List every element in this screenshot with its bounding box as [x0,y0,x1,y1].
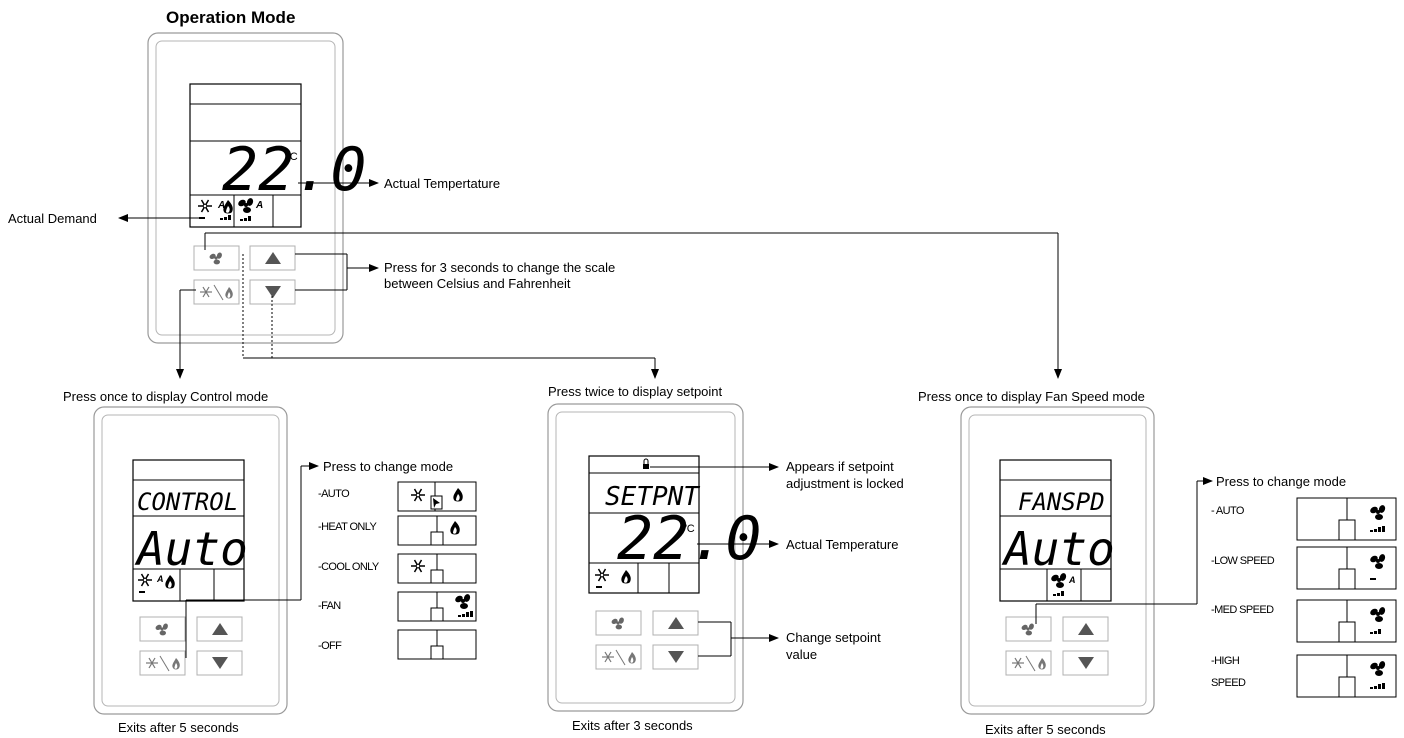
setpoint-exit: Exits after 3 seconds [572,718,693,733]
fan-mode-high-line2: SPEED [1211,677,1246,689]
main-temperature: 22.0 [222,135,367,205]
fan-exit: Exits after 5 seconds [985,722,1106,737]
down-arrow-icon [265,286,281,298]
control-caption: Press once to display Control mode [63,389,268,404]
fan-screen-top: FANSPD [1018,488,1105,516]
control-screen [132,459,245,602]
control-mode-heat: -HEAT ONLY [318,521,377,533]
svg-text:A: A [1068,575,1076,585]
scale-label-line2: between Celsius and Fahrenheit [384,276,571,291]
change-setpoint-line1: Change setpoint [786,630,881,645]
control-screen-main: Auto [134,522,248,576]
fan-mode-med: -MED SPEED [1211,604,1274,616]
control-mode-off: -OFF [318,640,342,652]
locked-label-line1: Appears if setpoint [786,459,894,474]
control-exit: Exits after 5 seconds [118,720,239,735]
fan-thermostat: FANSPD Auto A [960,406,1155,715]
control-thermostat: CONTROL Auto A [93,406,288,715]
fan-mode-list: - AUTO -LOW SPEED -MED SPEED -HIGH SPEED [1211,497,1397,698]
fan-mode-high-line1: -HIGH [1211,655,1240,667]
fan-mode-low: -LOW SPEED [1211,555,1275,567]
main-thermostat: 22.0 °C A A [147,32,367,344]
setpoint-caption: Press twice to display setpoint [548,384,723,399]
control-mode-fan: -FAN [318,600,341,612]
svg-text:A: A [255,200,263,211]
setpoint-temperature: 22.0 [617,504,762,574]
control-mode-list: -AUTO -HEAT ONLY -COOL ONLY -FAN -OFF [318,481,477,660]
page-title: Operation Mode [166,8,295,27]
control-mode-auto: -AUTO [318,488,350,500]
main-unit: °C [286,151,298,163]
setpoint-screen-top: SETPNT [605,482,700,512]
control-screen-top: CONTROL [137,488,238,516]
control-mode-cool: -COOL ONLY [318,561,380,573]
fan-press-label: Press to change mode [1216,474,1346,489]
lock-icon [643,458,649,469]
fan-caption: Press once to display Fan Speed mode [918,389,1145,404]
setpoint-screen [588,455,700,594]
svg-text:A: A [217,200,225,211]
locked-label-line2: adjustment is locked [786,476,904,491]
up-arrow-icon [265,252,281,264]
actual-demand-label: Actual Demand [8,211,97,226]
fan-screen-main: Auto [1001,522,1115,576]
control-press-label: Press to change mode [323,459,453,474]
setpoint-thermostat: SETPNT 22.0 °C [547,403,762,712]
svg-text:A: A [156,574,164,584]
mode-button[interactable] [193,279,240,305]
setpoint-actual-temperature-label: Actual Temperature [786,537,899,552]
scale-label-line1: Press for 3 seconds to change the scale [384,260,615,275]
change-setpoint-line2: value [786,647,817,662]
fan-mode-auto: - AUTO [1211,505,1245,517]
setpoint-unit: °C [683,523,695,535]
actual-temperature-label: Actual Tempertature [384,176,500,191]
